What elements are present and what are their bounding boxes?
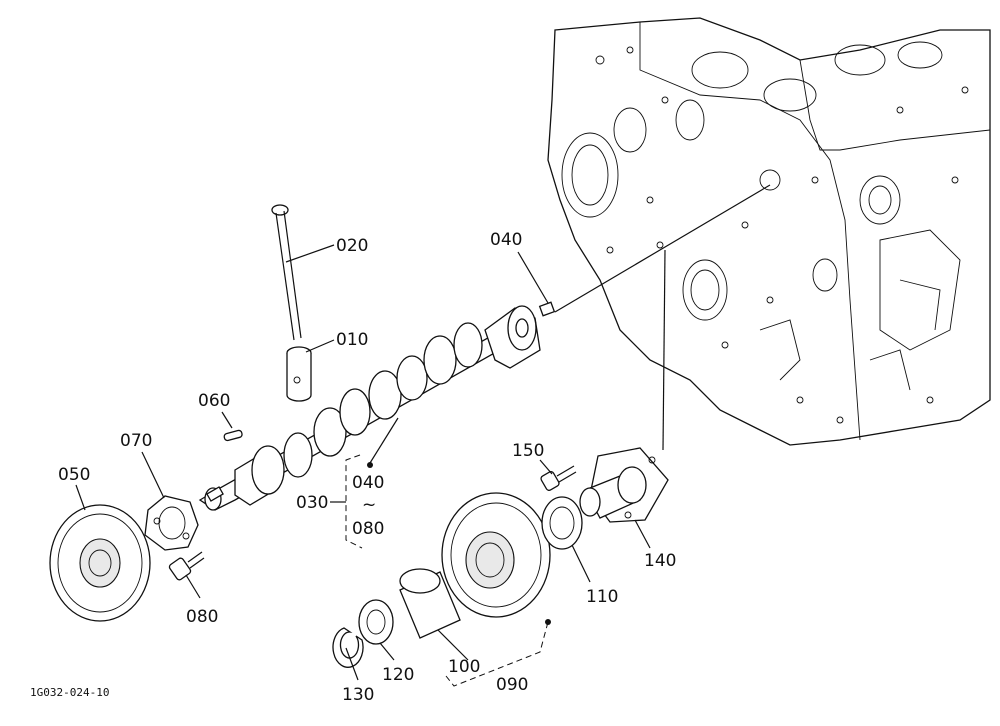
leader-080 xyxy=(185,574,201,599)
leader-150 xyxy=(539,459,553,475)
label-150: 150 xyxy=(512,441,544,461)
label-120: 120 xyxy=(382,665,414,685)
label-040-range: 040 xyxy=(352,473,384,493)
leader-120 xyxy=(379,642,395,661)
cam-gear xyxy=(49,504,151,622)
leader-dot xyxy=(545,619,551,625)
leader-070 xyxy=(141,451,165,499)
thrust-plate xyxy=(144,495,199,551)
label-range-tilde: ~ xyxy=(362,495,376,515)
bracket-090 xyxy=(445,621,549,687)
idle-gear xyxy=(441,492,551,618)
leader-line xyxy=(662,249,666,451)
leader-010 xyxy=(305,339,335,353)
label-130: 130 xyxy=(342,685,374,705)
idle-gear-shaft xyxy=(579,447,669,523)
tappet xyxy=(286,346,312,402)
leader-130 xyxy=(345,647,359,681)
label-100: 100 xyxy=(448,657,480,677)
engine-block xyxy=(547,17,991,446)
leader-060 xyxy=(221,411,233,429)
figure-id: 1G032-024-10 xyxy=(30,686,109,699)
label-030: 030 xyxy=(296,493,328,513)
leader-line xyxy=(554,184,771,313)
idle-gear-collar xyxy=(358,599,394,645)
label-080: 080 xyxy=(186,607,218,627)
leader-040-top xyxy=(517,251,549,304)
leader-140 xyxy=(634,519,651,549)
leader-100 xyxy=(437,629,469,661)
label-080-range: 080 xyxy=(352,519,384,539)
label-070: 070 xyxy=(120,431,152,451)
label-110: 110 xyxy=(586,587,618,607)
leader-050 xyxy=(75,484,86,511)
leader-dot xyxy=(367,462,373,468)
leader-110 xyxy=(571,544,591,583)
idle-gear-bushing xyxy=(399,568,461,639)
bolt-150 xyxy=(540,465,577,491)
leader-040-range xyxy=(369,417,399,464)
leader-020 xyxy=(285,244,335,263)
camshaft xyxy=(198,305,541,511)
label-040: 040 xyxy=(490,230,522,250)
label-140: 140 xyxy=(644,551,676,571)
label-050: 050 xyxy=(58,465,90,485)
label-010: 010 xyxy=(336,330,368,350)
thrust-washer xyxy=(541,496,583,550)
label-060: 060 xyxy=(198,391,230,411)
plug xyxy=(538,301,556,317)
push-rod xyxy=(271,204,302,341)
label-090: 090 xyxy=(496,675,528,695)
bracket-030 xyxy=(345,454,363,549)
label-020: 020 xyxy=(336,236,368,256)
circlip xyxy=(332,627,364,668)
bolt-080 xyxy=(168,551,205,581)
feather-key xyxy=(223,429,243,442)
